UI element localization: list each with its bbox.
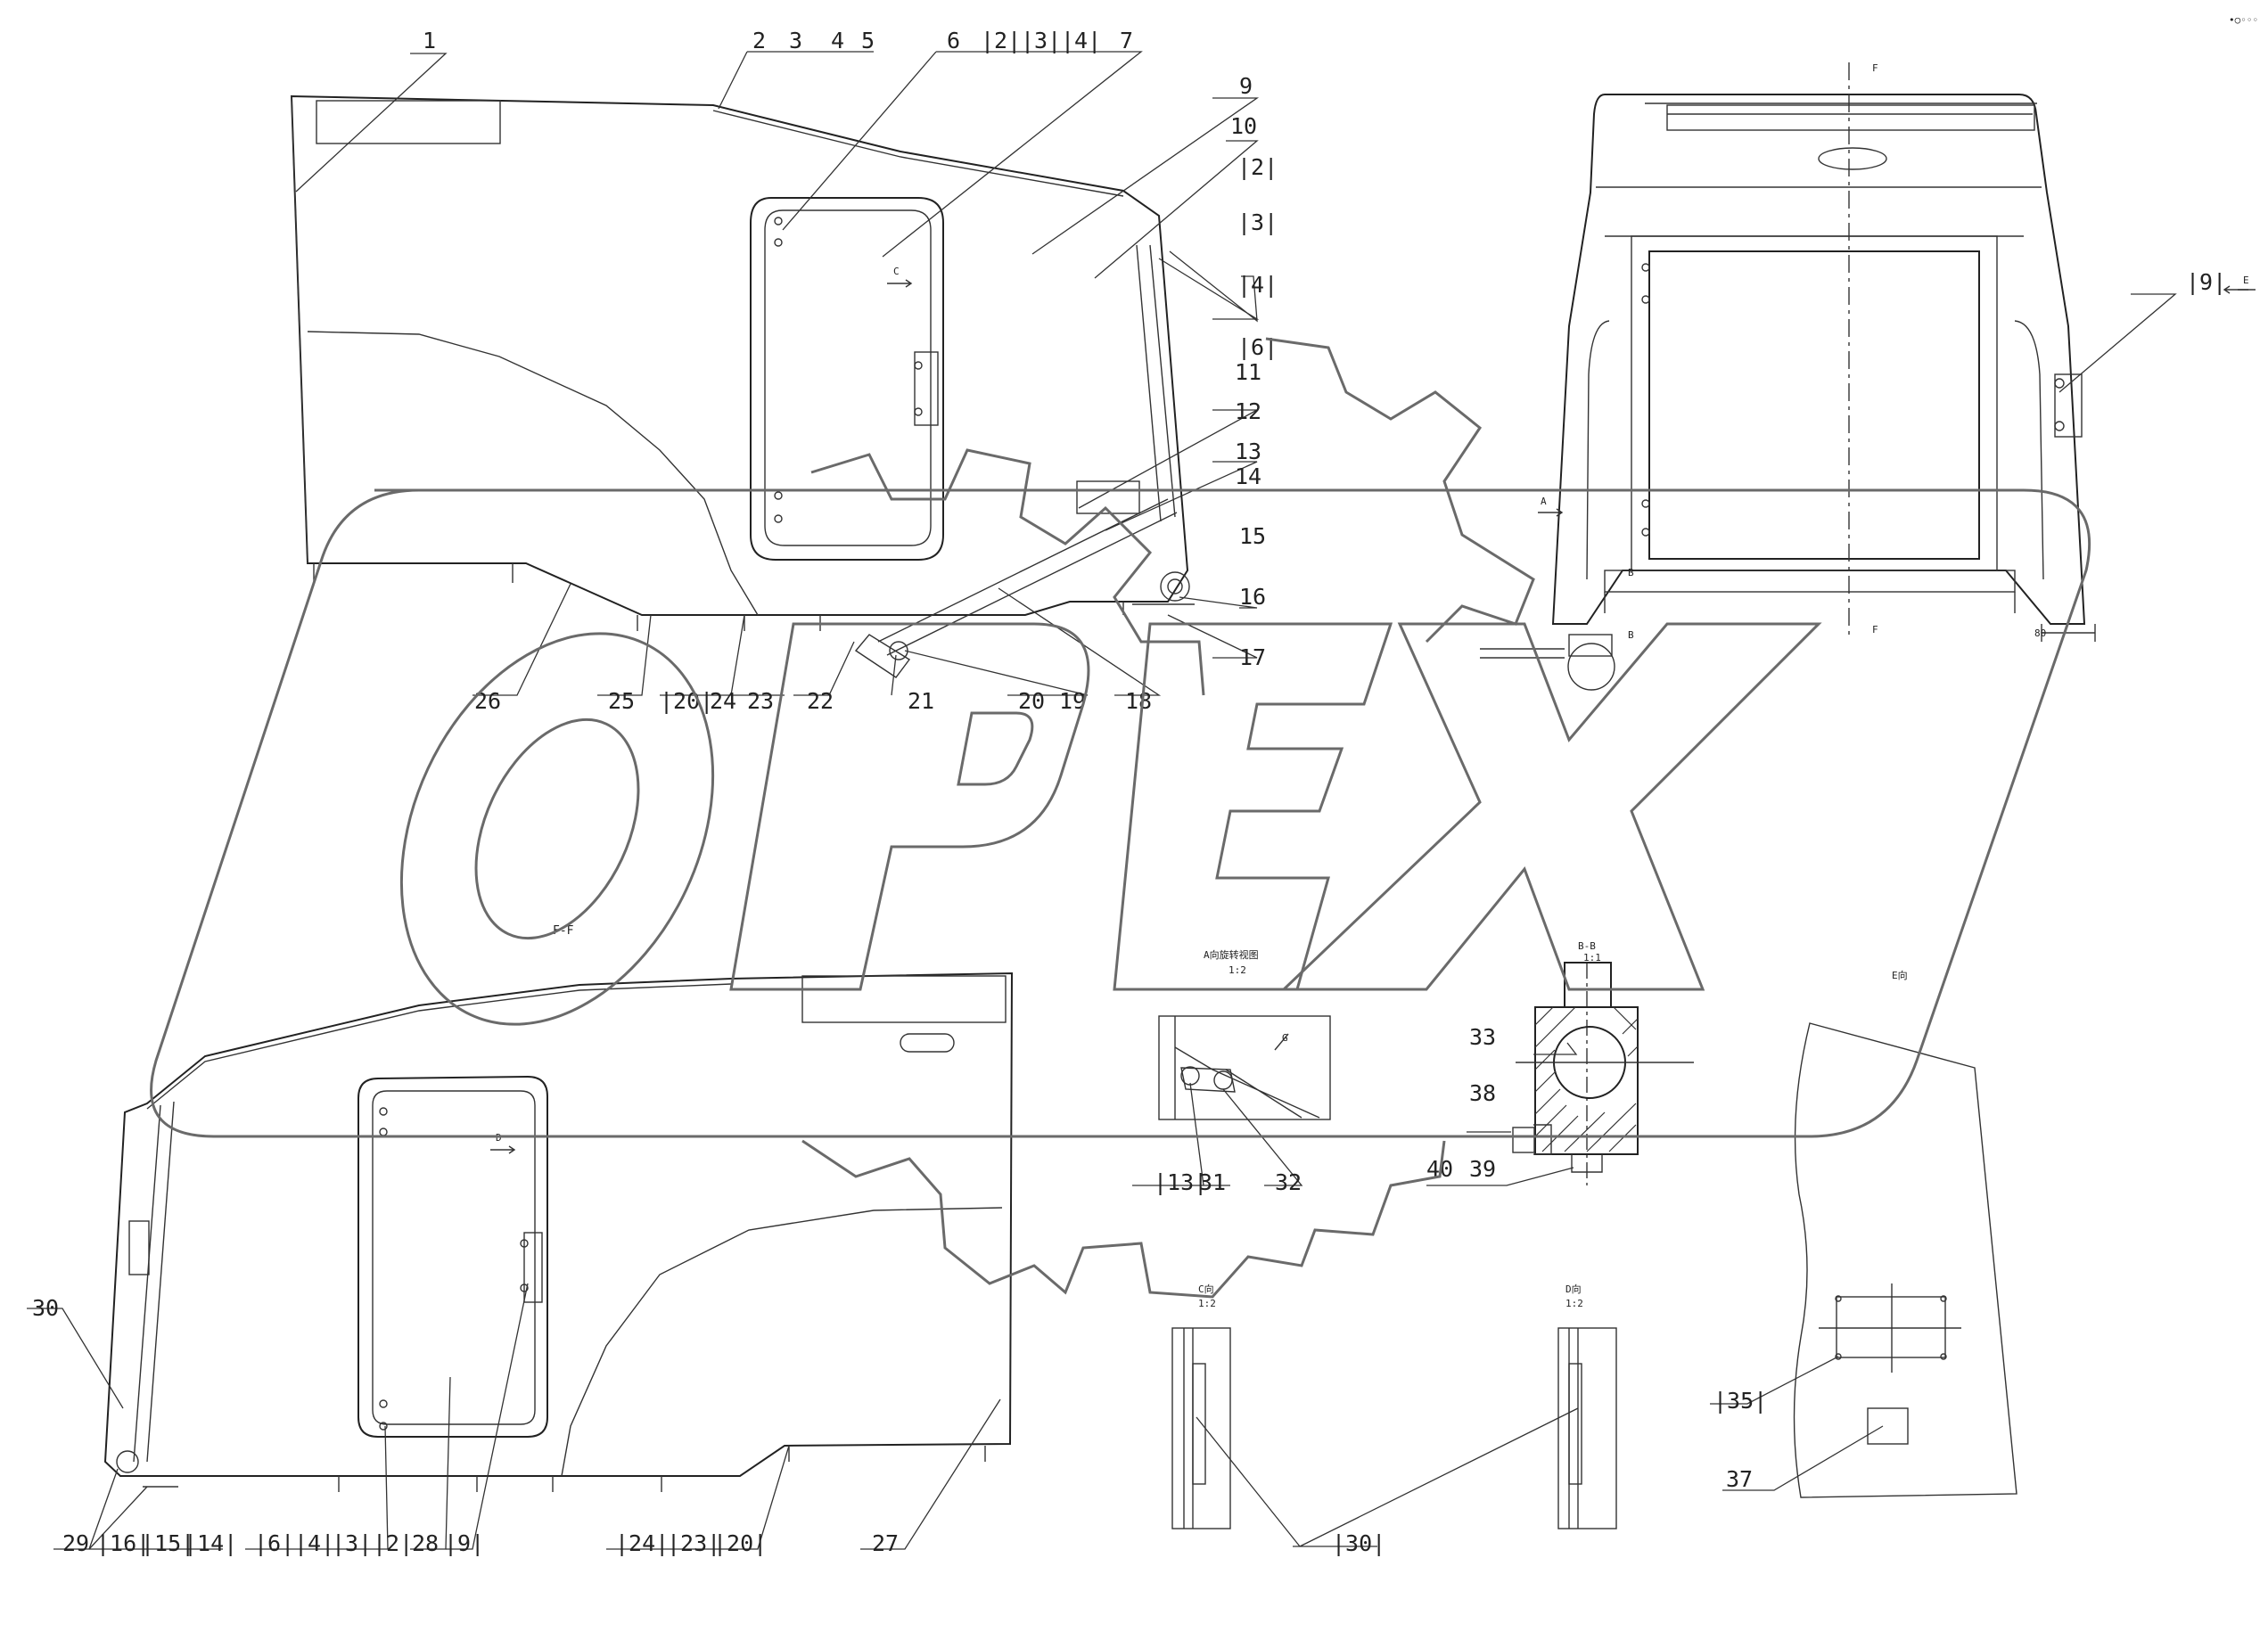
callout-30: 30 [32,1295,59,1321]
callout-6: 6 [947,28,960,53]
corner-mark: •○◦◦◦ [2229,14,2258,26]
callout-bracket-9b: |9| [2186,269,2226,295]
callout-37: 37 [1726,1466,1753,1492]
callout-7: 7 [1120,28,1133,53]
arrow-g-mark: G [1282,1032,1288,1044]
arrow-c-mark: C [893,266,900,277]
rear-view [1480,62,2256,691]
callout-1: 1 [423,28,436,53]
section-view-ff [103,972,1014,1492]
callout-12: 12 [1235,398,1261,424]
view-d-label: D向 [1565,1283,1582,1295]
callout-bracket-6a: |6| [1237,334,1278,360]
callout-bracket-6b: |6| [254,1530,294,1556]
callout-bracket-3c: |3| [332,1530,372,1556]
callout-bracket-20a: |20| [660,688,713,714]
callout-39: 39 [1469,1156,1496,1182]
callout-29: 29 [62,1530,89,1556]
view-d-scale: 1:2 [1565,1298,1583,1309]
callout-11: 11 [1235,359,1261,385]
callout-27: 27 [872,1530,899,1556]
callout-labels: 1 2 3 4 5 6 |2| |3| |4| 7 9 10 |2| |3| |… [32,28,2226,1556]
callout-31: 31 [1199,1169,1226,1195]
callout-10: 10 [1230,113,1257,139]
callout-2: 2 [752,28,766,53]
callout-15: 15 [1239,523,1266,549]
callout-bracket-3a: |3| [1021,28,1061,53]
callout-9: 9 [1239,73,1253,99]
callout-bracket-2a: |2| [981,28,1021,53]
view-labels: F-F B-B 1:1 A向旋转视图 1:2 C向 1:2 D向 1:2 E向 [553,924,1908,1309]
cut-f-bottom: F [1872,624,1878,636]
callout-28: 28 [412,1530,439,1556]
callout-33: 33 [1469,1024,1496,1050]
callout-14: 14 [1235,463,1261,489]
callout-21: 21 [908,688,934,714]
callout-bracket-23: |23| [667,1530,720,1556]
view-a-scale: 1:2 [1228,964,1246,976]
callout-16: 16 [1239,584,1266,610]
callout-bracket-15: |15| [141,1530,194,1556]
callout-bracket-2b: |2| [1237,154,1278,180]
leader-lines [27,51,2177,1550]
callout-bracket-14: |14| [184,1530,237,1556]
cut-b-top: B [1628,567,1634,578]
callout-26: 26 [474,688,501,714]
view-e-label: E向 [1892,969,1908,981]
callout-23: 23 [747,688,774,714]
callout-22: 22 [807,688,834,714]
dimension-80: 80 [2034,627,2046,639]
callout-bracket-16: |16| [96,1530,150,1556]
detail-view-a [1158,1015,1331,1120]
callout-20: 20 [1018,688,1045,714]
cut-f-top: F [1872,62,1878,74]
section-view-bb [1512,962,1694,1185]
callout-bracket-4c: |4| [294,1530,334,1556]
callout-5: 5 [861,28,875,53]
arrow-e-mark: E [2243,275,2249,286]
callout-38: 38 [1469,1080,1496,1106]
callout-bracket-2c: |2| [373,1530,413,1556]
detail-view-c [1171,1327,1231,1529]
callout-bracket-4a: |4| [1061,28,1101,53]
callout-bracket-24: |24| [615,1530,669,1556]
section-ff-label: F-F [553,924,574,938]
callout-25: 25 [608,688,635,714]
callout-4: 4 [831,28,844,53]
section-bb-label: B-B [1578,940,1596,952]
view-a-label: A向旋转视图 [1204,948,1259,961]
callout-bracket-9a: |9| [444,1530,484,1556]
callout-32: 32 [1275,1169,1302,1195]
callout-bracket-4b: |4| [1237,272,1278,298]
view-marks: C D E A G F F B B 80 •○◦◦◦ [490,14,2258,1154]
callout-bracket-20b: |20| [713,1530,767,1556]
callout-13: 13 [1235,439,1261,464]
section-bb-scale: 1:1 [1583,952,1601,964]
callout-18: 18 [1125,688,1152,714]
detail-view-d [1557,1327,1617,1529]
cut-b-bottom: B [1628,629,1634,641]
callout-17: 17 [1239,644,1266,670]
callout-24: 24 [710,688,736,714]
callout-3: 3 [789,28,802,53]
view-c-label: C向 [1198,1283,1214,1295]
callout-bracket-3b: |3| [1237,209,1278,235]
arrow-a-mark: A [1541,496,1547,507]
side-view-upper [290,94,1195,678]
callout-bracket-13: |13| [1154,1169,1207,1195]
callout-bracket-30: |30| [1332,1530,1385,1556]
view-c-scale: 1:2 [1198,1298,1216,1309]
opex-watermark [150,337,2091,1299]
detail-view-e [1793,1022,2017,1498]
callout-bracket-35: |35| [1713,1388,1767,1414]
